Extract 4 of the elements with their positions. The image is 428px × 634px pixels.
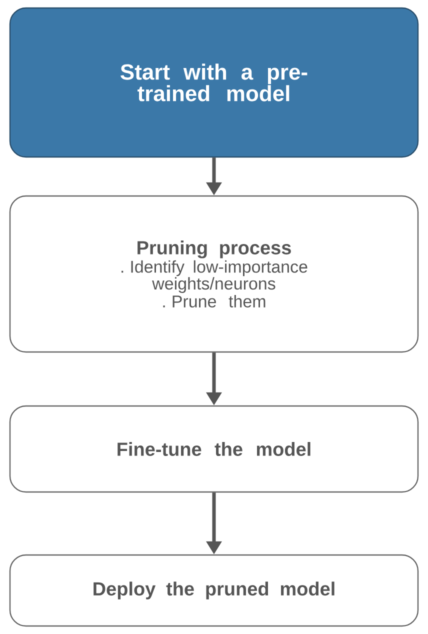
process-box: Fine-tune the model	[9, 405, 419, 493]
process-box: Pruning process . Identify low-importance weights/neurons . Prune them	[9, 195, 419, 353]
process-box: Deploy the pruned model	[9, 554, 419, 627]
start-box: Start with a pre-trained model	[9, 7, 419, 158]
